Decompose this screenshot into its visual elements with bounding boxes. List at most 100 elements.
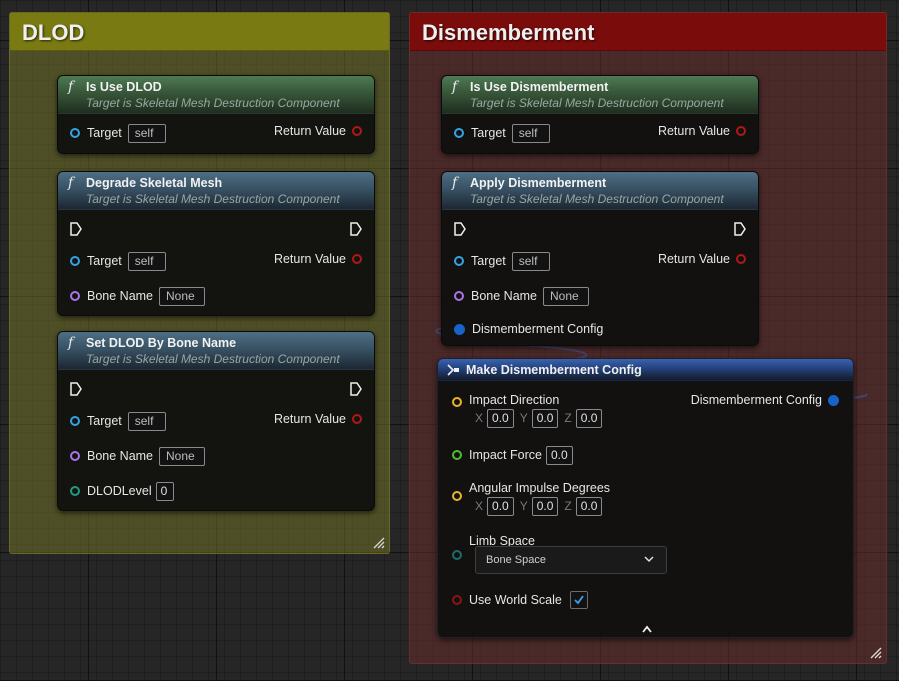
limb-space-dropdown[interactable]: Bone Space <box>475 546 667 574</box>
bool-pin-icon[interactable] <box>736 254 746 264</box>
bone-name-pin-row: Bone Name None <box>454 286 590 306</box>
node-is-use-dismemberment[interactable]: f Is Use Dismemberment Target is Skeleta… <box>441 75 759 154</box>
node-is-use-dlod[interactable]: f Is Use DLOD Target is Skeletal Mesh De… <box>57 75 375 154</box>
node-header[interactable]: f Set DLOD By Bone Name Target is Skelet… <box>58 332 374 370</box>
node-title: Make Dismemberment Config <box>466 363 642 377</box>
impact-direction-label-row: Impact Direction <box>452 391 559 409</box>
pin-label: DLODLevel <box>87 484 152 498</box>
node-subtitle: Target is Skeletal Mesh Destruction Comp… <box>86 352 340 366</box>
exec-out-pin-icon[interactable] <box>350 382 362 396</box>
exec-in-pin-icon[interactable] <box>70 382 82 396</box>
pin-label: Return Value <box>273 252 346 266</box>
use-world-scale-checkbox[interactable] <box>569 591 588 609</box>
node-title: Is Use DLOD <box>86 80 162 94</box>
bone-name-input[interactable]: None <box>543 286 590 306</box>
output-pin-row: Dismemberment Config <box>691 391 839 409</box>
pin-label: Return Value <box>657 124 730 138</box>
target-pin-row: Target self <box>454 251 550 271</box>
config-pin-row: Dismemberment Config <box>454 320 603 338</box>
target-input[interactable]: self <box>127 123 166 143</box>
node-subtitle: Target is Skeletal Mesh Destruction Comp… <box>86 192 340 206</box>
pin-label: Target <box>471 254 506 268</box>
target-input[interactable]: self <box>511 251 550 271</box>
node-degrade-skeletal-mesh[interactable]: f Degrade Skeletal Mesh Target is Skelet… <box>57 171 375 316</box>
struct-pin-icon[interactable] <box>454 323 465 335</box>
bool-pin-icon[interactable] <box>452 595 462 605</box>
impact-direction-y-input[interactable]: 0.0 <box>531 408 559 428</box>
target-input[interactable]: self <box>511 123 550 143</box>
bone-name-pin-row: Bone Name None <box>70 446 206 466</box>
target-input[interactable]: self <box>127 251 166 271</box>
node-header[interactable]: f Degrade Skeletal Mesh Target is Skelet… <box>58 172 374 210</box>
node-apply-dismemberment[interactable]: f Apply Dismemberment Target is Skeletal… <box>441 171 759 346</box>
comment-title-dlod[interactable]: DLOD <box>10 13 389 51</box>
angular-impulse-y-input[interactable]: 0.0 <box>531 496 559 516</box>
exec-out-pin-icon[interactable] <box>350 222 362 236</box>
function-icon: f <box>68 79 74 95</box>
exec-out-pin-icon[interactable] <box>734 222 746 236</box>
pin-label: Target <box>87 254 122 268</box>
object-pin-icon[interactable] <box>70 128 80 138</box>
int-pin-icon[interactable] <box>70 486 80 496</box>
exec-in-pin-icon[interactable] <box>454 222 466 236</box>
bone-name-input[interactable]: None <box>159 446 206 466</box>
dlod-level-input[interactable]: 0 <box>155 481 174 501</box>
angular-impulse-x-input[interactable]: 0.0 <box>487 496 514 516</box>
node-set-dlod-by-bone-name[interactable]: f Set DLOD By Bone Name Target is Skelet… <box>57 331 375 511</box>
dropdown-selected-value: Bone Space <box>486 554 546 566</box>
angular-impulse-z-input[interactable]: 0.0 <box>575 496 603 516</box>
return-pin-row: Return Value <box>274 122 362 140</box>
object-pin-icon[interactable] <box>454 256 464 266</box>
node-make-dismemberment-config[interactable]: Make Dismemberment Config Dismemberment … <box>437 358 854 638</box>
vector-pin-icon[interactable] <box>452 397 462 407</box>
function-icon: f <box>68 335 74 351</box>
object-pin-icon[interactable] <box>454 128 464 138</box>
bone-name-input[interactable]: None <box>159 286 206 306</box>
bool-pin-icon[interactable] <box>352 126 362 136</box>
enum-pin-icon[interactable] <box>452 550 462 560</box>
collapse-arrow-icon[interactable] <box>641 625 653 633</box>
node-header[interactable]: f Is Use DLOD Target is Skeletal Mesh De… <box>58 76 374 114</box>
node-subtitle: Target is Skeletal Mesh Destruction Comp… <box>470 96 724 110</box>
node-title: Is Use Dismemberment <box>470 80 609 94</box>
node-title: Apply Dismemberment <box>470 176 607 190</box>
angular-impulse-pin-row: X 0.0 Y 0.0 Z 0.0 <box>452 491 603 516</box>
pin-label: Bone Name <box>471 289 538 303</box>
axis-x-label: X <box>475 411 484 425</box>
impact-direction-x-input[interactable]: 0.0 <box>487 408 514 428</box>
resize-grip-icon[interactable] <box>373 537 385 549</box>
target-pin-row: Target self <box>70 123 166 143</box>
object-pin-icon[interactable] <box>70 256 80 266</box>
pin-label: Impact Force <box>469 448 542 462</box>
node-header[interactable]: f Apply Dismemberment Target is Skeletal… <box>442 172 758 210</box>
struct-pin-icon[interactable] <box>828 394 839 406</box>
target-pin-row: Target self <box>454 123 550 143</box>
float-pin-icon[interactable] <box>452 450 462 460</box>
object-pin-icon[interactable] <box>70 416 80 426</box>
name-pin-icon[interactable] <box>70 291 80 301</box>
comment-title-dismemberment[interactable]: Dismemberment <box>410 13 886 51</box>
pin-label: Angular Impulse Degrees <box>469 481 611 495</box>
axis-y-label: Y <box>519 499 528 513</box>
node-subtitle: Target is Skeletal Mesh Destruction Comp… <box>86 96 340 110</box>
bool-pin-icon[interactable] <box>352 254 362 264</box>
bool-pin-icon[interactable] <box>736 126 746 136</box>
return-pin-row: Return Value <box>658 122 746 140</box>
name-pin-icon[interactable] <box>70 451 80 461</box>
node-header[interactable]: f Is Use Dismemberment Target is Skeleta… <box>442 76 758 114</box>
impact-force-input[interactable]: 0.0 <box>545 445 573 465</box>
exec-in-pin-icon[interactable] <box>70 222 82 236</box>
pin-label: Return Value <box>273 412 346 426</box>
resize-grip-icon[interactable] <box>870 647 882 659</box>
impact-direction-z-input[interactable]: 0.0 <box>575 408 603 428</box>
impact-force-pin-row: Impact Force 0.0 <box>452 445 573 465</box>
axis-y-label: Y <box>519 411 528 425</box>
name-pin-icon[interactable] <box>454 291 464 301</box>
function-icon: f <box>452 175 458 191</box>
make-struct-icon <box>447 364 459 376</box>
target-input[interactable]: self <box>127 411 166 431</box>
vector-pin-icon[interactable] <box>452 491 462 501</box>
bool-pin-icon[interactable] <box>352 414 362 424</box>
node-header[interactable]: Make Dismemberment Config <box>438 359 853 381</box>
axis-z-label: Z <box>564 499 572 513</box>
